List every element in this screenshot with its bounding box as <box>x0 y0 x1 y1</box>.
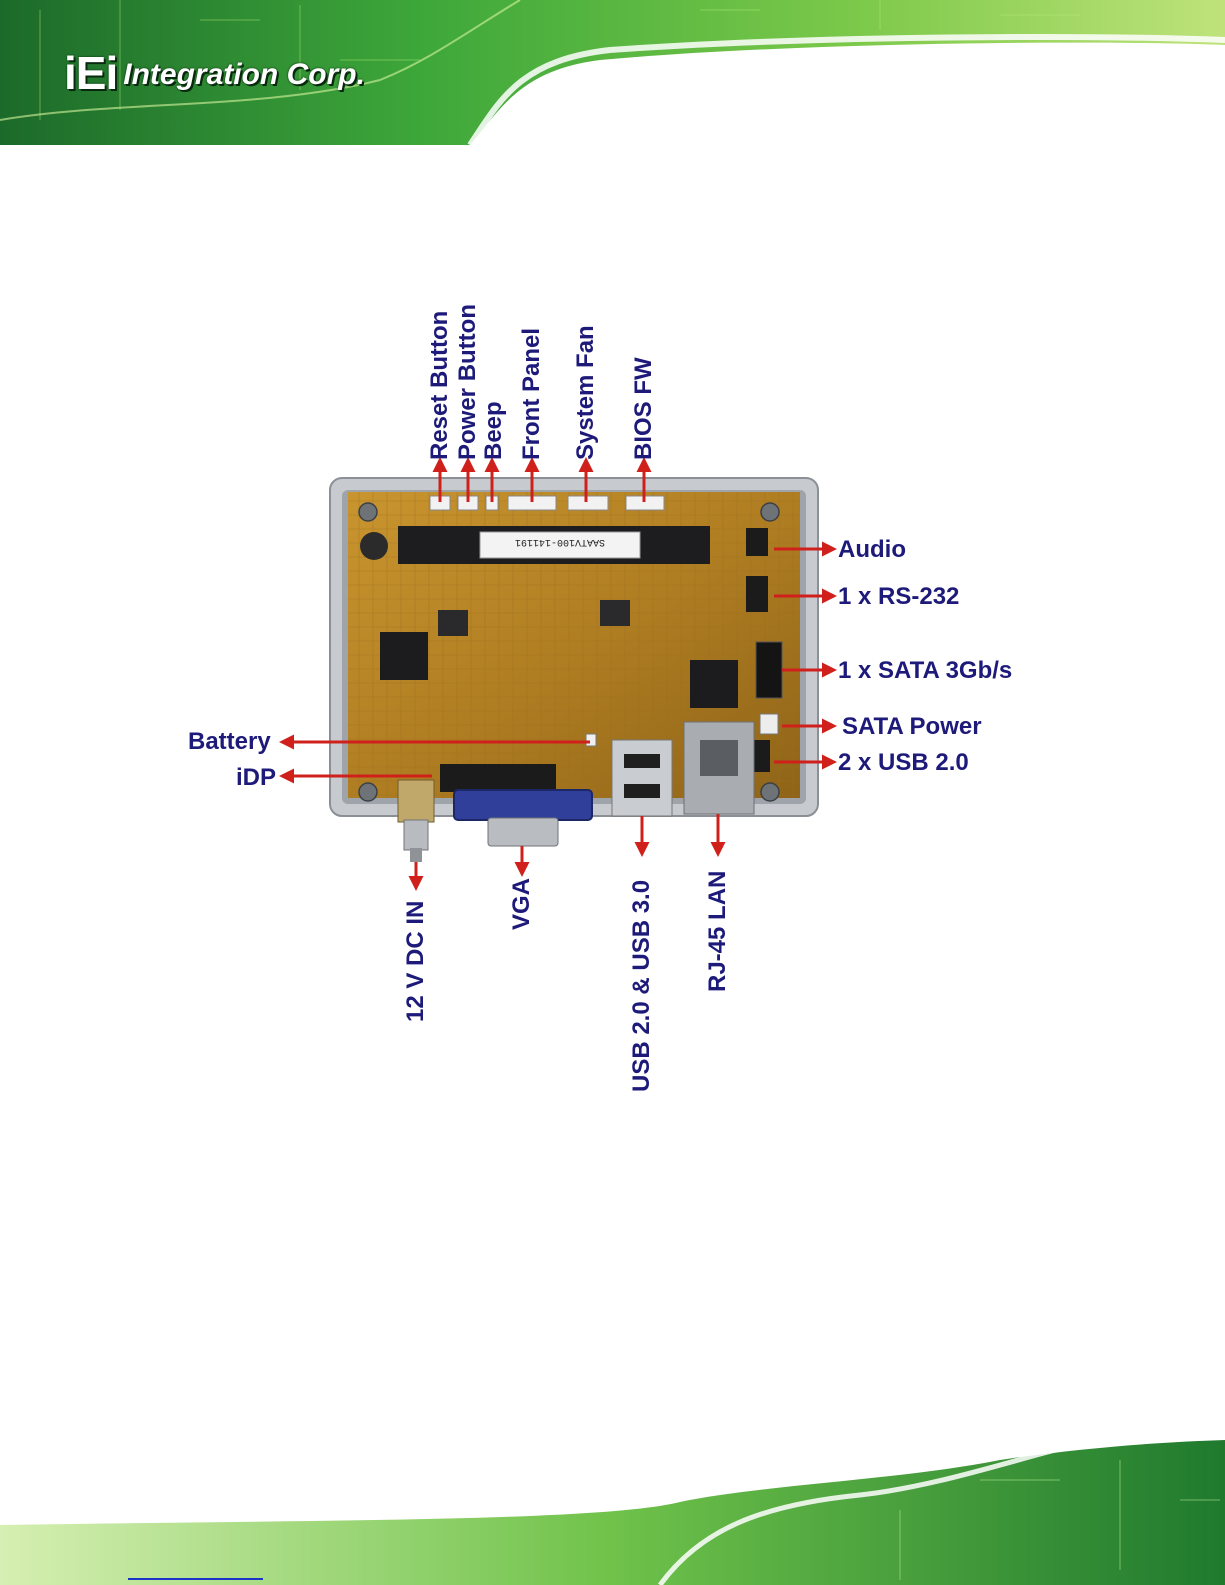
label-sata-power: SATA Power <box>842 715 982 739</box>
label-vga: VGA <box>510 878 534 930</box>
label-sata: 1 x SATA 3Gb/s <box>838 659 1012 683</box>
footer-link-underline[interactable] <box>128 1578 263 1580</box>
logo-mark: iEi <box>64 50 117 96</box>
label-audio: Audio <box>838 538 906 562</box>
board-diagram: SAATV100-141191 <box>170 270 1050 1110</box>
top-header-connectors <box>430 496 664 510</box>
cpu-chip <box>380 632 428 680</box>
board-figure: SAATV100-141191 Reset Button Power Butto… <box>170 270 1050 1110</box>
logo-text: Integration Corp. <box>123 58 365 92</box>
footer-banner <box>0 1440 1225 1585</box>
label-system-fan: System Fan <box>574 325 598 460</box>
vga-connector <box>454 790 592 820</box>
dc-in-jack <box>398 780 434 822</box>
lan-controller-chip <box>690 660 738 708</box>
label-beep: Beep <box>482 401 506 460</box>
label-rs232: 1 x RS-232 <box>838 585 959 609</box>
label-bios-fw: BIOS FW <box>632 357 656 460</box>
label-usb-2-3: USB 2.0 & USB 3.0 <box>630 880 654 1092</box>
company-logo: iEi Integration Corp. <box>64 36 365 96</box>
battery-connector <box>586 734 596 746</box>
label-12v-dc-in: 12 V DC IN <box>404 901 428 1022</box>
label-power-button: Power Button <box>456 304 480 460</box>
board-label-text: SAATV100-141191 <box>515 536 605 547</box>
label-reset-button: Reset Button <box>428 311 452 460</box>
label-rj45-lan: RJ-45 LAN <box>706 871 730 992</box>
usb-connector <box>612 740 672 816</box>
label-usb20: 2 x USB 2.0 <box>838 751 969 775</box>
label-front-panel: Front Panel <box>520 328 544 460</box>
label-battery: Battery <box>188 730 271 754</box>
label-idp: iDP <box>236 766 276 790</box>
vga-header <box>440 764 556 792</box>
